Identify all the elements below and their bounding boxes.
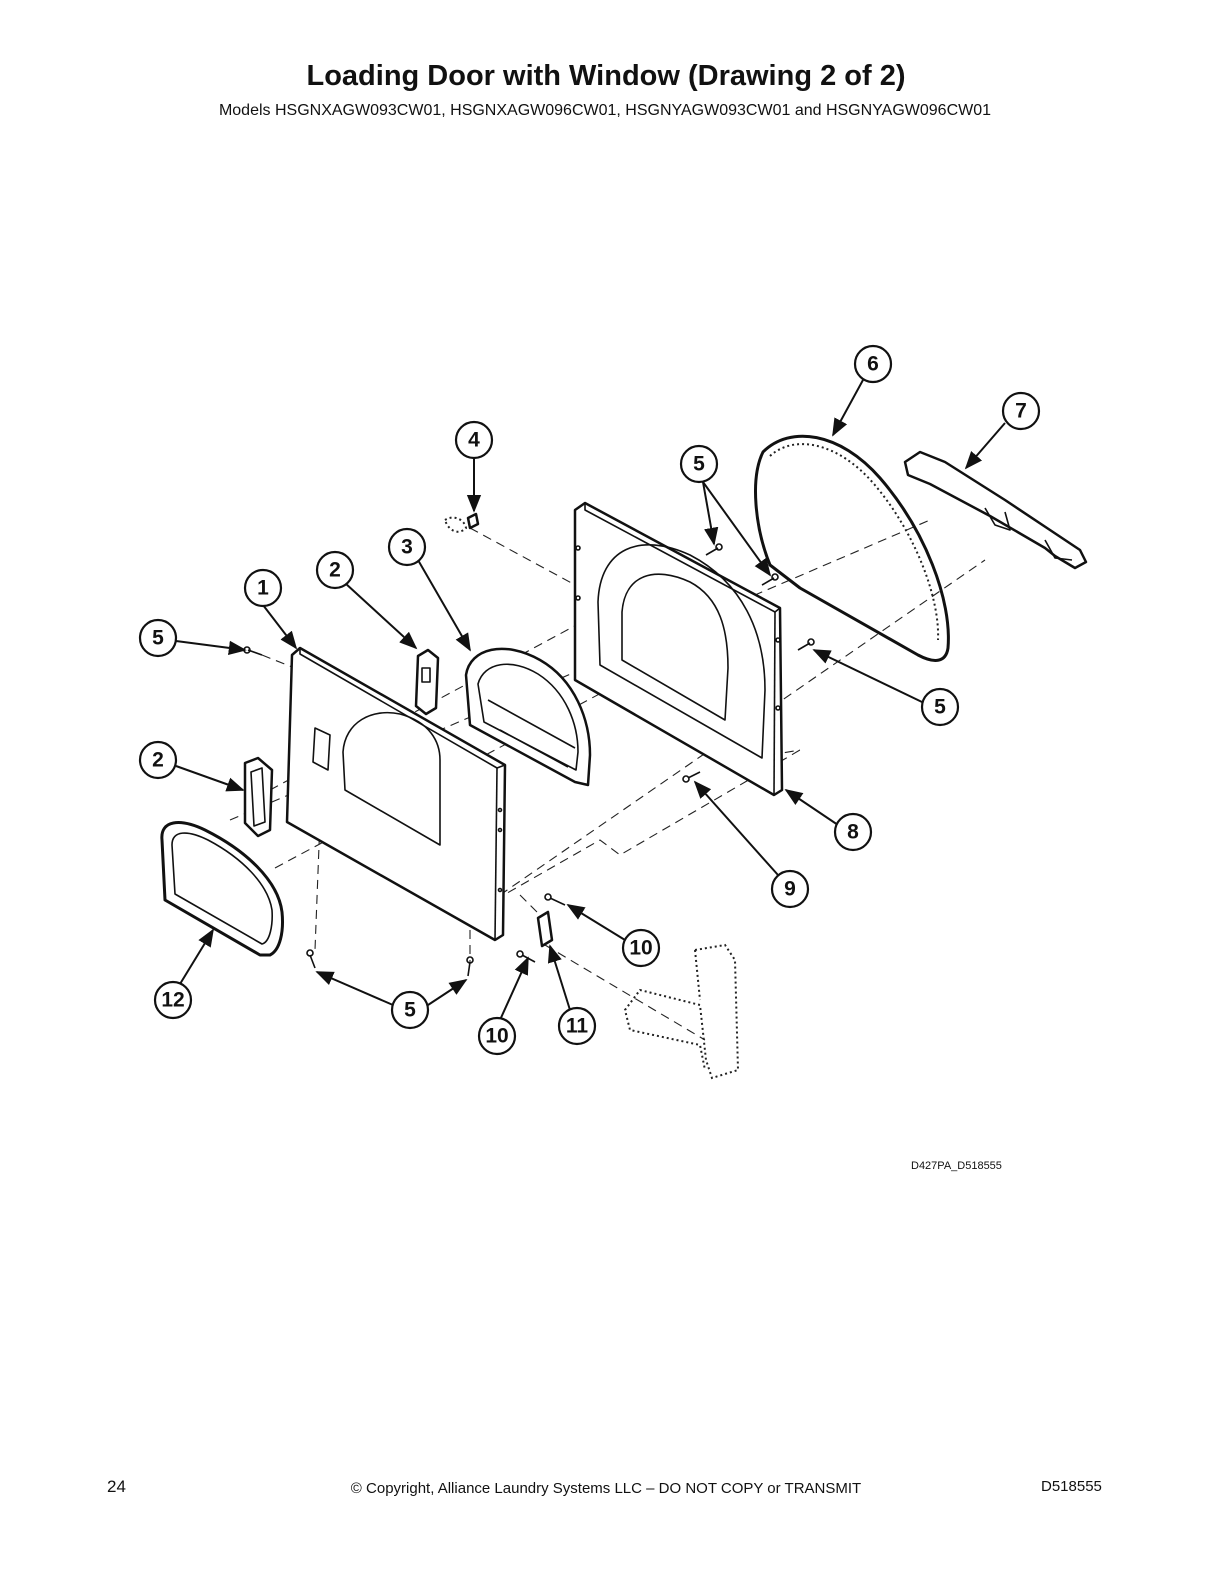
- screw-icon: [243, 646, 263, 656]
- svg-text:9: 9: [784, 878, 796, 901]
- page-subtitle: Models HSGNXAGW093CW01, HSGNXAGW096CW01,…: [218, 102, 992, 119]
- callout-6: 6: [853, 344, 893, 384]
- callout-5-left: 5: [138, 618, 178, 658]
- callout-9: 9: [770, 869, 810, 909]
- door-gasket: [754, 434, 950, 662]
- screw-icon: [544, 893, 566, 906]
- callout-1: 1: [243, 568, 283, 608]
- svg-text:6: 6: [867, 353, 879, 376]
- svg-text:10: 10: [629, 937, 652, 960]
- svg-text:10: 10: [485, 1025, 508, 1048]
- svg-text:5: 5: [152, 627, 164, 650]
- callout-3: 3: [387, 527, 427, 567]
- latch-bracket: [414, 648, 440, 716]
- window-frame: [464, 647, 592, 787]
- leader-lines: [175, 379, 1006, 1021]
- callout-5-top: 5: [679, 444, 719, 484]
- svg-text:5: 5: [693, 453, 705, 476]
- svg-text:5: 5: [404, 999, 416, 1022]
- latch-strike: [536, 910, 554, 948]
- callout-10-upper: 10: [621, 928, 661, 968]
- callout-11: 11: [557, 1006, 597, 1046]
- svg-text:5: 5: [934, 696, 946, 719]
- svg-text:11: 11: [566, 1015, 589, 1038]
- svg-text:2: 2: [329, 559, 341, 582]
- callout-8: 8: [833, 812, 873, 852]
- callout-2-upper: 2: [315, 550, 355, 590]
- callout-12: 12: [153, 980, 193, 1020]
- page-title: Loading Door with Window (Drawing 2 of 2…: [306, 60, 906, 92]
- screw-icon: [705, 543, 723, 556]
- cabinet-reference: [623, 943, 740, 1080]
- screw-icon: [761, 573, 779, 586]
- callout-2-lower: 2: [138, 740, 178, 780]
- svg-text:8: 8: [847, 821, 859, 844]
- callout-4: 4: [454, 420, 494, 460]
- window-glass: [160, 821, 284, 957]
- drawing-code: D427PA_D518555: [911, 1160, 1002, 1172]
- svg-text:2: 2: [152, 749, 164, 772]
- screws: [243, 543, 815, 977]
- callout-10-lower: 10: [477, 1016, 517, 1056]
- document-number: D518555: [1041, 1478, 1102, 1495]
- screw-icon: [306, 949, 316, 969]
- inner-door-panel: [573, 501, 784, 797]
- callout-5-bottom: 5: [390, 990, 430, 1030]
- svg-text:4: 4: [468, 429, 480, 452]
- clip: [443, 512, 480, 533]
- callout-7: 7: [1001, 391, 1041, 431]
- door-handle: [243, 756, 274, 838]
- page-number: 24: [107, 1477, 126, 1496]
- door-panel: [285, 646, 507, 942]
- copyright-notice: © Copyright, Alliance Laundry Systems LL…: [350, 1480, 862, 1497]
- screw-icon: [466, 956, 474, 977]
- svg-text:7: 7: [1015, 400, 1027, 423]
- callout-5-right: 5: [920, 687, 960, 727]
- svg-text:3: 3: [401, 536, 413, 559]
- screw-icon: [797, 638, 815, 651]
- svg-text:1: 1: [257, 577, 269, 600]
- hinge-bracket: [903, 450, 1088, 570]
- screw-icon: [682, 771, 701, 783]
- svg-text:12: 12: [161, 989, 184, 1012]
